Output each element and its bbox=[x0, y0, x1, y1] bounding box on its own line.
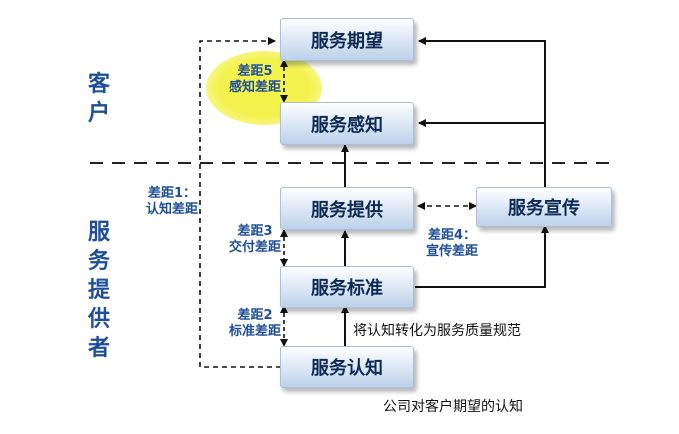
service-promotion-box: 服务宣传 bbox=[476, 187, 612, 227]
gap1-subtitle: 认知差距 bbox=[146, 202, 199, 217]
gap1-label: 差距1： 认知差距 bbox=[146, 186, 198, 218]
service-standard-box: 服务标准 bbox=[280, 266, 414, 308]
gap2-label: 差距2 标准差距 bbox=[229, 308, 281, 340]
gap4-subtitle: 宣传差距 bbox=[426, 244, 479, 259]
standard-to-promotion-arrow bbox=[415, 225, 549, 288]
gap1-dashed-path bbox=[199, 37, 281, 368]
service-cognition-box: 服务认知 bbox=[280, 346, 414, 388]
gap5-subtitle: 感知差距 bbox=[229, 80, 282, 95]
convert-note: 将认知转化为服务质量规范 bbox=[353, 323, 521, 339]
promotion-to-expectation-arrow bbox=[418, 37, 546, 187]
service-expectation-box: 服务期望 bbox=[280, 18, 414, 61]
gap5-label: 差距5 感知差距 bbox=[229, 64, 281, 96]
gap4-title: 差距4： bbox=[427, 228, 477, 243]
customer-side-label: 客户 bbox=[87, 72, 110, 126]
gap3-title: 差距3 bbox=[237, 224, 273, 239]
gap3-subtitle: 交付差距 bbox=[229, 240, 282, 255]
provider-side-label: 服务提供者 bbox=[87, 220, 110, 361]
gap3-label: 差距3 交付差距 bbox=[229, 224, 281, 256]
service-delivery-box: 服务提供 bbox=[280, 187, 414, 230]
gap2-subtitle: 标准差距 bbox=[229, 324, 282, 339]
gap4-label: 差距4： 宣传差距 bbox=[426, 228, 478, 260]
service-perception-box: 服务感知 bbox=[280, 102, 414, 145]
gap1-title: 差距1： bbox=[147, 186, 197, 201]
gap5-title: 差距5 bbox=[237, 64, 273, 79]
company-cognition-note: 公司对客户期望的认知 bbox=[383, 399, 523, 415]
gap2-title: 差距2 bbox=[237, 308, 273, 323]
